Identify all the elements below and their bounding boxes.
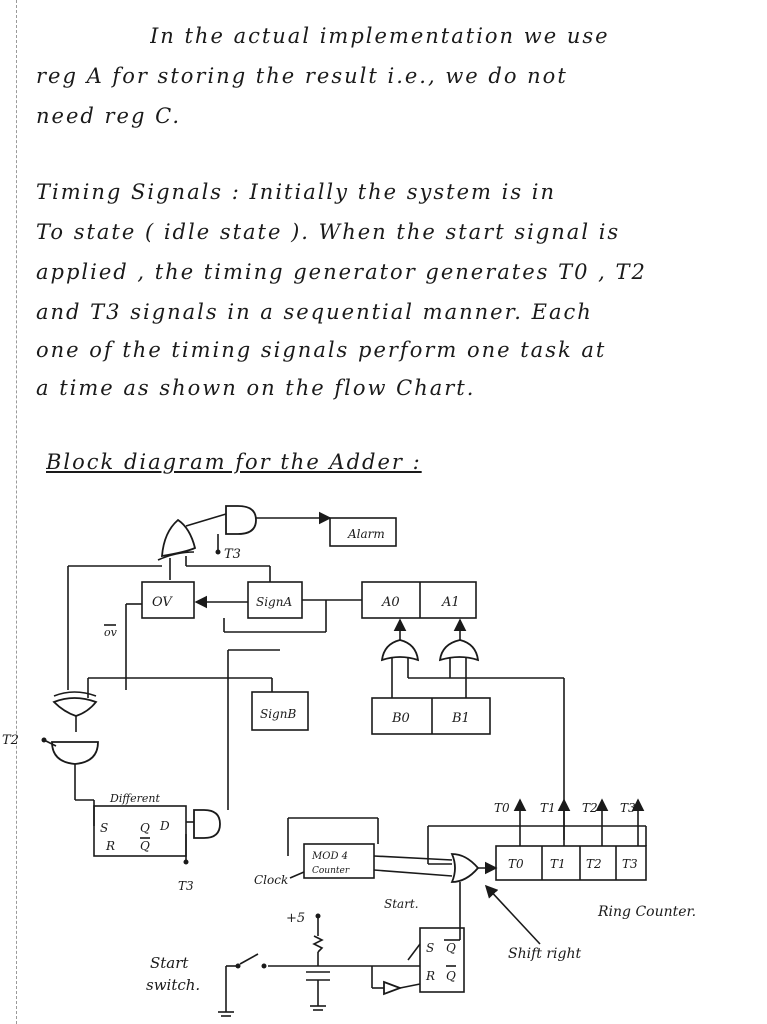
b1-label: B1 [451,711,470,726]
mod4-label-2: Counter [312,866,350,876]
adder-gate-1 [438,639,480,662]
rc-t0-label: T0 [508,857,524,871]
ff-qbar-label: Q [140,839,150,853]
text-line-4: Timing Signals : Initially the system is… [36,180,557,204]
and-gate-different [193,809,221,839]
text-line-8: one of the timing signals perform one ta… [36,338,607,362]
sign-b-label: SignB [260,707,296,721]
text-line-7: and T3 signals in a sequential manner. E… [36,300,593,324]
a1-label: A1 [441,595,460,610]
ov-label: OV [152,595,173,610]
out-t3-label: T3 [620,801,636,815]
alarm-label: Alarm [347,527,385,541]
ff-s-label: S [100,821,108,835]
rc-t1-label: T1 [550,857,566,871]
ff-q-label: Q [140,821,150,835]
or-gate-left [52,691,98,717]
or-gate-ring [450,853,480,883]
t3-label-top: T3 [224,547,241,562]
b-register [371,697,491,735]
a0-label: A0 [381,595,400,610]
shift-right-label: Shift right [508,946,581,962]
mod4-counter [303,843,375,879]
text-line-3: need reg C. [36,104,182,128]
out-t0-label: T0 [494,801,510,815]
mod4-label-1: MOD 4 [311,851,348,862]
t2-label-left: T2 [2,733,19,748]
different-flip-flop [93,805,187,857]
sign-b-register [251,691,309,731]
start-ff-qbar: Q [446,969,456,983]
start-label: Start. [384,897,419,911]
out-t2-label: T2 [582,801,598,815]
t3-label-bottom: T3 [178,879,194,893]
text-line-5: To state ( idle state ). When the start … [36,220,621,244]
out-t1-label: T1 [540,801,556,815]
text-line-9: a time as shown on the flow Chart. [36,376,476,400]
margin-perforation [16,0,17,1024]
clock-label: Clock [254,873,288,887]
ff-d-label: D [159,819,170,833]
ov-bar-label: ov [104,626,118,639]
ff-r-label: R [105,839,115,853]
ov-register [141,581,195,619]
start-ff-q: Q [446,941,456,955]
sign-a-label: SignA [256,595,292,609]
rc-t2-label: T2 [586,857,602,871]
start-ff-r: R [425,969,435,983]
text-line-6: applied , the timing generator generates… [36,260,647,284]
rc-t3-label: T3 [622,857,638,871]
and-gate-alarm [225,505,257,535]
alarm-box [329,517,397,547]
b0-label: B0 [391,711,410,726]
start-switch-label-1: Start [150,954,189,972]
plus5-label: +5 [286,911,305,926]
text-line-1: In the actual implementation we use [150,24,610,48]
ring-counter-label: Ring Counter. [597,904,696,920]
and-gate-left [51,741,99,765]
diagram-title: Block diagram for the Adder : [46,450,422,474]
start-switch-label-2: switch. [146,976,200,994]
text-line-2: reg A for storing the result i.e., we do… [36,64,568,88]
start-ff-s: S [426,941,434,955]
adder-gate-0 [380,639,420,662]
different-label: Different [109,792,160,805]
xor-gate [157,518,197,561]
start-flip-flop [419,927,465,993]
